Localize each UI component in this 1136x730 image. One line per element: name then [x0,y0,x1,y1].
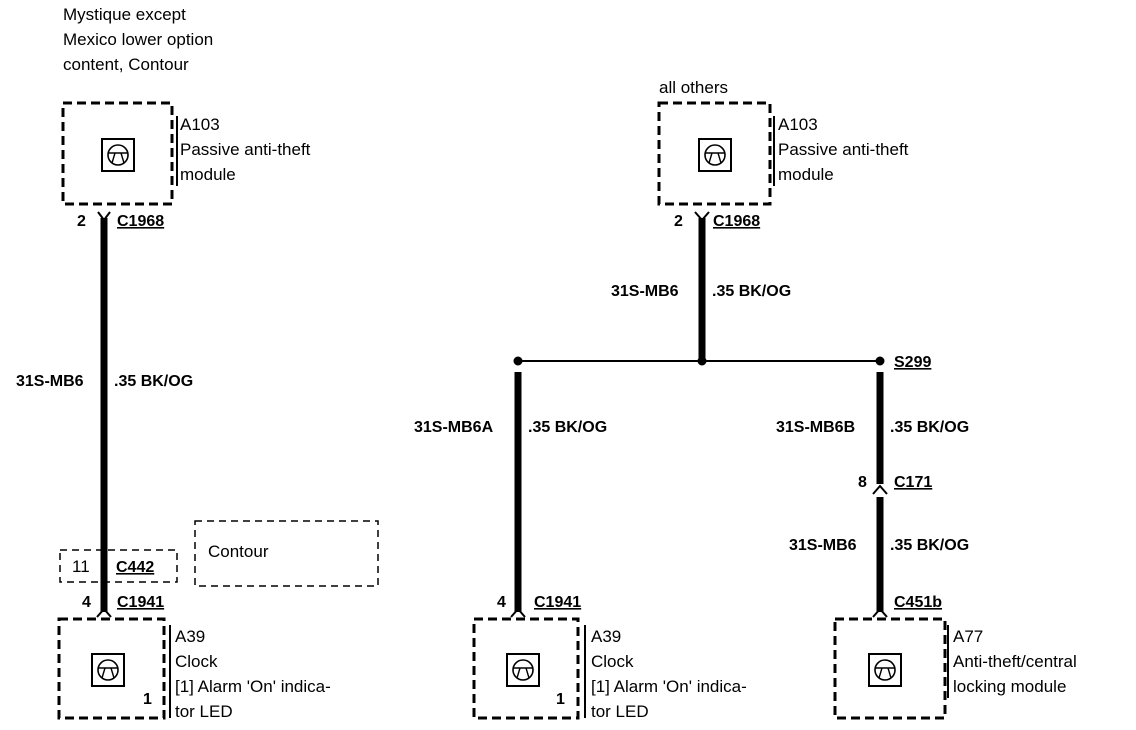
left-c1968-pin: 2 [77,213,86,230]
right-a103-name-1: Passive anti-theft [778,140,909,159]
left-a39-module-icon [91,653,125,687]
left-a39-id: A39 [175,627,205,646]
splice-s299-label: S299 [894,354,931,371]
left-c1941-connector-icon [96,607,112,618]
branch-b-lower-wire-spec: .35 BK/OG [890,537,969,554]
right-main-wire-spec: .35 BK/OG [712,283,791,300]
left-a103-module-box [61,101,174,206]
left-a39-name-2: [1] Alarm 'On' indica- [175,677,331,696]
branch-b-c451b-connector-icon [872,607,888,618]
splice-node-left [513,356,523,366]
splice-node-center [697,356,707,366]
left-c1941-connector: C1941 [117,594,164,611]
branch-b-a77-name-2: locking module [953,677,1066,696]
left-c442-connector: C442 [116,559,154,576]
contour-note-box [194,520,379,587]
branch-a-a39-name-1: Clock [591,652,634,671]
branch-a-c1941-connector-icon [510,607,526,618]
right-c1968-connector: C1968 [713,213,760,230]
left-a39-name-3: tor LED [175,702,233,721]
left-c1941-pin: 4 [82,594,91,611]
left-a103-name-2: module [180,165,236,184]
right-main-wire-circuit: 31S-MB6 [611,283,679,300]
right-variant: all others A103 Passive anti-theft modul… [414,78,1077,721]
left-a39-module-box [57,617,166,720]
left-variant: Mystique except Mexico lower option cont… [16,5,379,721]
left-condition-line-1: Mystique except [63,5,186,24]
left-condition-line-2: Mexico lower option [63,30,213,49]
branch-b-a77-id: A77 [953,627,983,646]
left-condition-line-3: content, Contour [63,55,189,74]
right-a103-name-2: module [778,165,834,184]
branch-a-c1941-connector: C1941 [534,594,581,611]
right-a103-module-box [657,101,772,206]
left-c442-inline-box [59,549,178,583]
branch-a-a39-module-box [472,617,580,720]
right-condition: all others [659,78,728,97]
left-a39-ref: 1 [143,691,152,708]
contour-note-label: Contour [208,542,269,561]
left-wire-spec: .35 BK/OG [114,373,193,390]
branch-a-a39-ref: 1 [556,691,565,708]
right-c1968-pin: 2 [674,213,683,230]
branch-a-a39-module-icon [506,653,540,687]
left-a103-module-icon [101,138,135,172]
branch-b-c171-connector-icon [872,484,888,495]
branch-a-wire-spec: .35 BK/OG [528,419,607,436]
left-a39-name-1: Clock [175,652,218,671]
left-c1968-connector: C1968 [117,213,164,230]
branch-b-lower-wire-circuit: 31S-MB6 [789,537,857,554]
left-a103-id: A103 [180,115,220,134]
branch-a-a39-name-2: [1] Alarm 'On' indica- [591,677,747,696]
branch-a-a39-name-3: tor LED [591,702,649,721]
left-a103-name-1: Passive anti-theft [180,140,311,159]
branch-b-upper-wire-circuit: 31S-MB6B [776,419,855,436]
branch-a-c1941-pin: 4 [497,594,506,611]
right-a103-id: A103 [778,115,818,134]
branch-b-a77-module-icon [868,653,902,687]
left-wire-circuit: 31S-MB6 [16,373,84,390]
branch-b-upper-wire-spec: .35 BK/OG [890,419,969,436]
branch-b-a77-module-box [833,617,947,720]
right-a103-module-icon [698,138,732,172]
branch-b-a77-name-1: Anti-theft/central [953,652,1077,671]
branch-b-c451b-connector: C451b [894,594,942,611]
branch-a-a39-id: A39 [591,627,621,646]
branch-b-c171-connector: C171 [894,474,932,491]
branch-b-c171-pin: 8 [858,474,867,491]
branch-a-wire-circuit: 31S-MB6A [414,419,494,436]
left-c442-pin: 11 [72,557,90,576]
splice-node-right [875,356,885,366]
